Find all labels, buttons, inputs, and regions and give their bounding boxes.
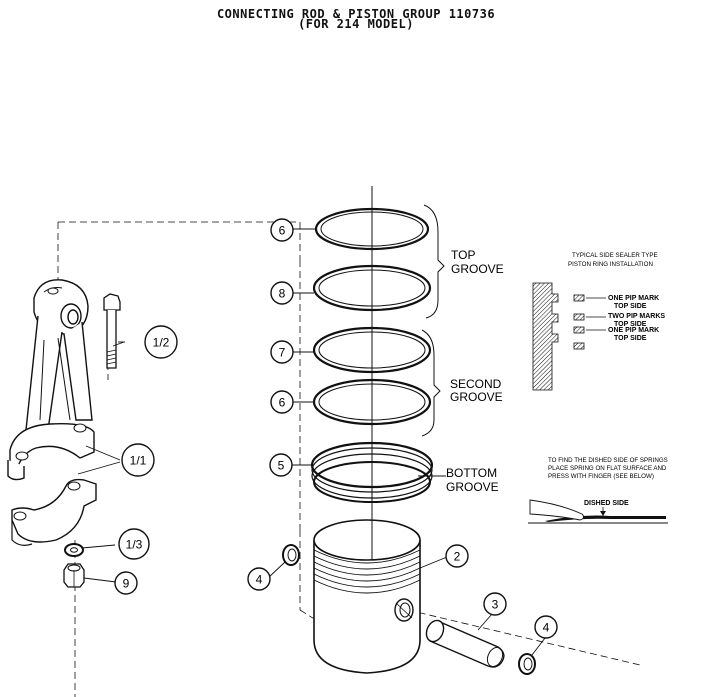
callout-retainer-right-4: 4 [534, 615, 558, 639]
callout-label: 4 [543, 621, 550, 635]
callout-circle [270, 281, 294, 305]
bottom-groove-label-line1: BOTTOM [446, 466, 497, 480]
callout-label: 8 [279, 287, 286, 301]
callout-ring-bottom-5: 5 [269, 453, 293, 477]
piston-ring-second-7[interactable] [312, 326, 432, 374]
callout-pin-3: 3 [483, 592, 507, 616]
top-groove-label-line2: GROOVE [451, 262, 504, 276]
callout-label: 6 [279, 396, 286, 410]
callout-circle [269, 453, 293, 477]
callout-ring-top-6: 6 [270, 218, 294, 242]
side-sealer-title-line2: PISTON RING INSTALLATION [568, 261, 653, 268]
ring-section-icons [573, 294, 585, 350]
callout-circle [270, 340, 294, 364]
callout-circle [247, 567, 271, 591]
callout-label: 7 [279, 346, 286, 360]
callout-label: 9 [123, 577, 130, 591]
second-groove-label-line2: GROOVE [450, 390, 503, 404]
mark1-line2: TOP SIDE [614, 303, 647, 310]
second-groove-label-line1: SECOND [450, 377, 502, 391]
dished-note-line3: PRESS WITH FINGER (SEE BELOW) [548, 473, 654, 480]
second-groove-label: SECOND GROOVE [450, 377, 503, 404]
pin-retainer-right[interactable] [518, 653, 536, 675]
callout-piston-2: 2 [445, 544, 469, 568]
nut[interactable] [63, 563, 85, 588]
top-groove-label-line1: TOP [451, 248, 475, 262]
callout-nut-9: 9 [114, 571, 138, 595]
connecting-rod[interactable] [7, 279, 97, 546]
second-groove-bracket [421, 329, 441, 437]
dished-side-note: TO FIND THE DISHED SIDE OF SPRINGS PLACE… [528, 457, 668, 524]
finger-icon [529, 499, 585, 521]
mark3-line2: TOP SIDE [614, 335, 647, 342]
callout-circle [445, 544, 469, 568]
top-groove-bracket [423, 204, 445, 319]
bottom-groove-label-line2: GROOVE [446, 480, 499, 494]
side-sealer-note: TYPICAL SIDE SEALER TYPE PISTON RING INS… [532, 252, 665, 391]
callout-circle [144, 325, 178, 359]
callout-label: 4 [256, 573, 263, 587]
piston-pin[interactable] [423, 618, 505, 669]
leader-lines [77, 228, 546, 656]
mark3-line1: ONE PIP MARK [608, 327, 659, 334]
callout-circle [121, 443, 155, 477]
dished-note-line2: PLACE SPRING ON FLAT SURFACE AND [548, 465, 667, 472]
dished-side-label: DISHED SIDE [584, 500, 629, 507]
callout-circle [534, 615, 558, 639]
cylinder-wall-section [532, 282, 559, 391]
callout-circle [483, 592, 507, 616]
mark2-line2: TOP SIDE [614, 321, 647, 328]
dished-note-line1: TO FIND THE DISHED SIDE OF SPRINGS [548, 457, 668, 464]
piston-pin-boss [394, 598, 414, 622]
side-sealer-title-line1: TYPICAL SIDE SEALER TYPE [572, 252, 658, 259]
callout-label: 6 [279, 224, 286, 238]
callout-label: 1/3 [126, 538, 143, 552]
callout-circle [270, 218, 294, 242]
callout-label: 5 [278, 459, 285, 473]
callout-label: 2 [454, 550, 461, 564]
mark2-line1: TWO PIP MARKS [608, 313, 665, 320]
piston[interactable] [313, 519, 421, 674]
callout-label: 1/2 [153, 336, 170, 350]
callout-ring-second-7: 7 [270, 340, 294, 364]
bottom-groove-label: BOTTOM GROOVE [446, 466, 499, 494]
top-groove-label: TOP GROOVE [451, 248, 504, 276]
pin-retainer-left[interactable] [282, 544, 300, 566]
callout-rod-1-1: 1/1 [121, 443, 155, 477]
washer[interactable] [64, 543, 84, 557]
callout-bolt-1-2: 1/2 [144, 325, 178, 359]
callout-circle [270, 390, 294, 414]
callout-circles: 6 8 7 6 5 2 3 4 4 1/2 1/1 1/3 9 [114, 218, 558, 639]
diagram-subtitle: (FOR 214 MODEL) [298, 17, 414, 31]
callout-label: 1/1 [130, 454, 147, 468]
diagram-title: CONNECTING ROD & PISTON GROUP 110736 [216, 7, 496, 21]
callout-retainer-left-4: 4 [247, 567, 271, 591]
piston-ring-top-8[interactable] [312, 264, 432, 312]
callout-washer-1-3: 1/3 [118, 528, 150, 560]
mark1-line1: ONE PIP MARK [608, 295, 659, 302]
callout-circle [114, 571, 138, 595]
callout-ring-second-6: 6 [270, 390, 294, 414]
rod-bolt[interactable] [103, 293, 121, 369]
callout-label: 3 [492, 598, 499, 612]
callout-ring-top-8: 8 [270, 281, 294, 305]
callout-circle [118, 528, 150, 560]
